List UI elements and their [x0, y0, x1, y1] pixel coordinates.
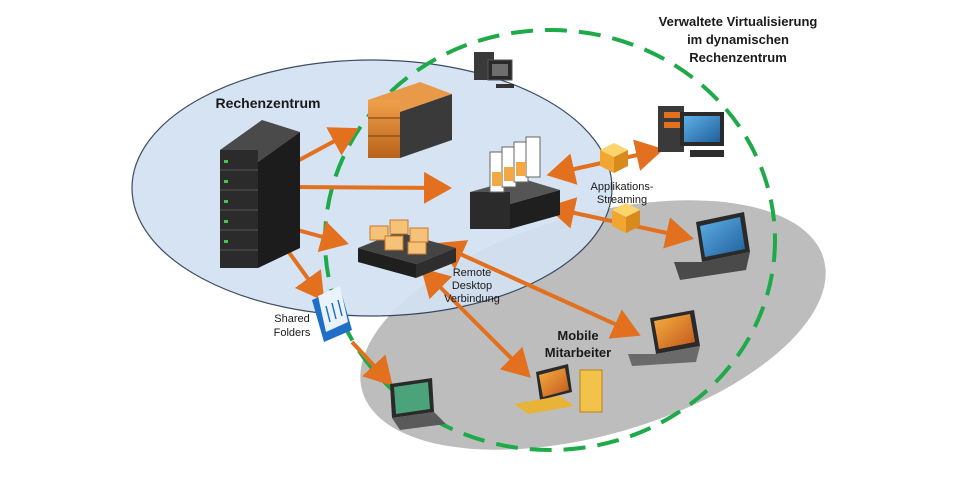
shared-folders-label-line1: Shared: [274, 313, 309, 325]
folder-icon: [312, 286, 352, 342]
arrow-to-app-server: [289, 171, 452, 204]
server-rack-icon: [220, 120, 300, 268]
workstation-icon: [658, 106, 724, 157]
desktop-icon: [514, 364, 603, 414]
arrow-shared-to-laptop: [350, 340, 393, 386]
datacenter-label: Rechenzentrum: [215, 95, 320, 111]
remote-desktop-label-line2: Desktop: [452, 280, 492, 292]
virtualization-title-line3: Rechenzentrum: [689, 50, 787, 65]
arrow-rdp-desktop: [421, 268, 531, 378]
arrow-to-orange-server: [289, 127, 359, 167]
laptop-icon: [390, 378, 446, 430]
mobile-workers-label-line2: Mitarbeiter: [545, 345, 611, 360]
remote-desktop-server-icon: [358, 219, 456, 278]
laptop-icon: [674, 212, 750, 280]
package-cube-icon: [612, 203, 640, 233]
virtualization-title-line1: Verwaltete Virtualisierung: [659, 14, 818, 29]
remote-desktop-label-line3: Verbindung: [444, 293, 500, 305]
virtualization-title-line2: im dynamischen: [687, 32, 789, 47]
remote-desktop-label-line1: Remote: [453, 267, 492, 279]
shared-folders-label-line2: Folders: [274, 327, 311, 339]
laptop-icon: [628, 310, 700, 366]
arrow-rdp-laptop: [436, 240, 641, 339]
orange-server-icon: [368, 82, 452, 158]
mobile-workers-label-line1: Mobile: [557, 328, 598, 343]
app-streaming-label-line2: Streaming: [597, 194, 647, 206]
package-cube-icon: [600, 143, 628, 173]
workstation-icon: [474, 52, 514, 88]
app-streaming-label-line1: Applikations-: [591, 181, 654, 193]
app-server-icon: [470, 136, 560, 229]
